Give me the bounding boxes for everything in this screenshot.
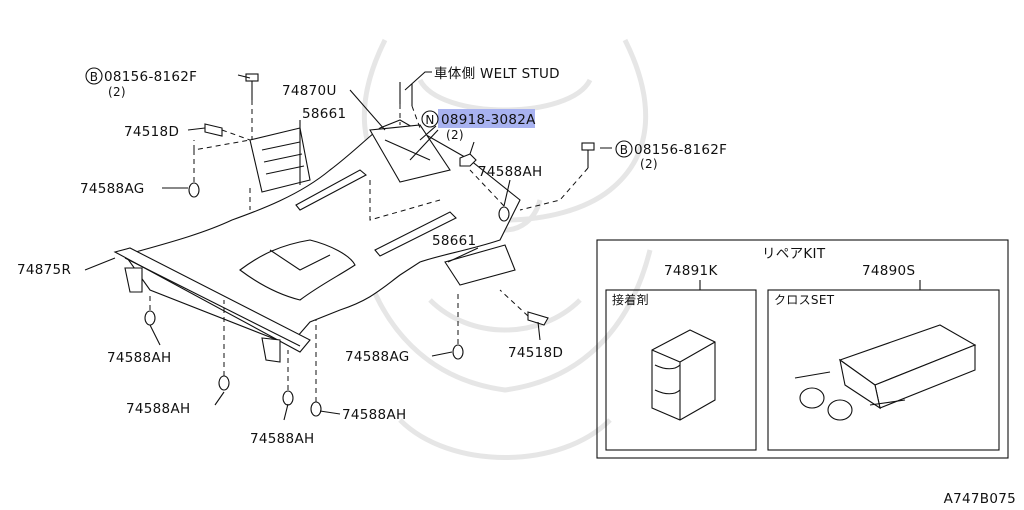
upper-bracket[interactable] <box>249 124 451 193</box>
svg-text:N: N <box>425 113 434 127</box>
label-58661-top[interactable]: 58661 <box>302 106 346 122</box>
brace-rod-upper[interactable] <box>295 169 367 211</box>
label-74891k[interactable]: 74891K <box>664 263 718 279</box>
label-bolt-right-qty: (2) <box>640 157 658 171</box>
tunnel-hump <box>239 239 356 301</box>
bolt-icon[interactable] <box>581 142 595 168</box>
guide-lines <box>149 100 589 402</box>
label-74518d-right[interactable]: 74518D <box>508 345 563 361</box>
side-bracket-right[interactable] <box>444 244 516 286</box>
label-74875r[interactable]: 74875R <box>17 262 71 278</box>
label-repair-kit: リペアKIT <box>762 246 826 262</box>
clip-icon[interactable] <box>204 123 223 137</box>
stud-icon[interactable] <box>399 82 413 106</box>
bolt-badge-right: B <box>615 140 633 158</box>
label-74588ag-bottom[interactable]: 74588AG <box>345 349 410 365</box>
grommet-icon[interactable] <box>282 390 294 406</box>
grommet-icon[interactable] <box>188 182 200 198</box>
label-74588ag-left[interactable]: 74588AG <box>80 181 145 197</box>
leader-lines <box>84 71 612 421</box>
svg-text:B: B <box>90 70 99 84</box>
label-cloth-set: クロスSET <box>774 293 835 307</box>
cloth-set[interactable] <box>794 324 977 421</box>
label-bolt-left[interactable]: 08156-8162F <box>104 69 197 85</box>
adhesive-tube[interactable] <box>651 329 716 421</box>
label-74588ah-b3[interactable]: 74588AH <box>342 407 406 423</box>
grommet-icon[interactable] <box>310 401 322 417</box>
label-58661-mid[interactable]: 58661 <box>432 233 476 249</box>
diagram-code: A747B075 <box>944 491 1016 507</box>
label-74588ah-b2[interactable]: 74588AH <box>250 431 314 447</box>
tunnel-ridge <box>269 249 331 271</box>
clip-icon[interactable] <box>527 311 549 326</box>
svg-text:B: B <box>620 143 629 157</box>
label-74890s[interactable]: 74890S <box>862 263 915 279</box>
label-74518d-left[interactable]: 74518D <box>124 124 179 140</box>
grommet-icon[interactable] <box>144 310 156 326</box>
grommet-icon[interactable] <box>452 344 464 360</box>
label-bolt-left-qty: (2) <box>108 85 126 99</box>
label-adhesive: 接着剤 <box>612 292 649 307</box>
part-highlight <box>438 109 535 128</box>
brace-rod-mid[interactable] <box>374 211 457 257</box>
label-nut[interactable]: 08918-3082A <box>441 112 536 128</box>
grommet-icon[interactable] <box>498 206 510 222</box>
label-stud-note: 車体側 WELT STUD <box>434 66 560 82</box>
label-bolt-right[interactable]: 08156-8162F <box>634 142 727 158</box>
label-nut-qty: (2) <box>446 128 464 142</box>
repair-kit-box <box>596 239 1009 459</box>
nut-icon[interactable] <box>459 153 477 167</box>
rear-cross-rail[interactable] <box>113 247 311 363</box>
label-74588ah-b1[interactable]: 74588AH <box>126 401 190 417</box>
nut-badge: N <box>421 110 439 128</box>
label-74870u[interactable]: 74870U <box>282 83 337 99</box>
label-74588ah-right[interactable]: 74588AH <box>478 164 542 180</box>
label-74588ah-left[interactable]: 74588AH <box>107 350 171 366</box>
grommet-icon[interactable] <box>218 375 230 391</box>
bolt-badge-left: B <box>85 67 103 85</box>
